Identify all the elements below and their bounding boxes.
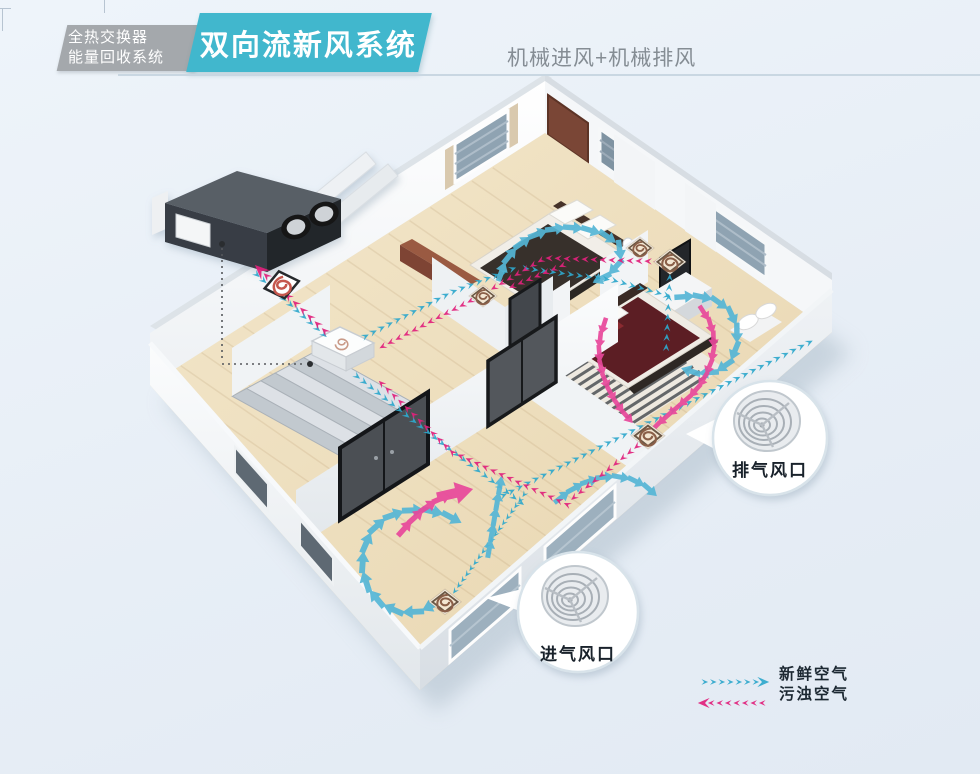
legend-fresh-air-label: 新鲜空气 — [779, 666, 850, 683]
heat-exchanger-unit — [152, 151, 399, 272]
bench — [730, 310, 782, 342]
leader-line — [219, 241, 313, 367]
ceiling-unit — [310, 326, 376, 372]
window — [234, 444, 269, 513]
airflow-arrows — [252, 221, 813, 709]
badge-secondary-line1: 全热交换器 — [68, 29, 149, 46]
cushion — [755, 302, 777, 320]
wall — [232, 285, 330, 396]
wall — [685, 183, 716, 252]
system-title: 双向流新风系统 — [200, 29, 418, 62]
double-door-2 — [486, 313, 558, 430]
subtitle: 机械进风+机械排风 — [507, 47, 697, 70]
vents — [262, 236, 688, 616]
callout-intake-vent — [486, 550, 640, 674]
double-door-1 — [338, 388, 430, 524]
corner-line — [2, 9, 3, 31]
badge-secondary-line2: 能量回收系统 — [68, 49, 165, 66]
badge-heat-recovery: 全热交换器 能量回收系统 — [56, 25, 206, 71]
callout-exhaust-vent — [686, 379, 829, 497]
corner-line — [104, 0, 105, 13]
house-structure — [148, 74, 834, 690]
wall — [432, 257, 505, 355]
legend: 新鲜空气 污浊空气 — [779, 665, 849, 705]
wall — [530, 351, 654, 485]
intake-vent-label: 进气风口 — [540, 645, 616, 664]
wall — [614, 134, 655, 210]
header-rule — [118, 74, 980, 76]
exhaust-vent-label: 排气风口 — [732, 461, 808, 480]
legend-polluted-air-label: 污浊空气 — [779, 686, 850, 703]
badge-system-title: 双向流新风系统 — [186, 13, 432, 72]
window — [299, 517, 334, 587]
dresser — [646, 272, 712, 312]
corner-line — [0, 8, 11, 9]
